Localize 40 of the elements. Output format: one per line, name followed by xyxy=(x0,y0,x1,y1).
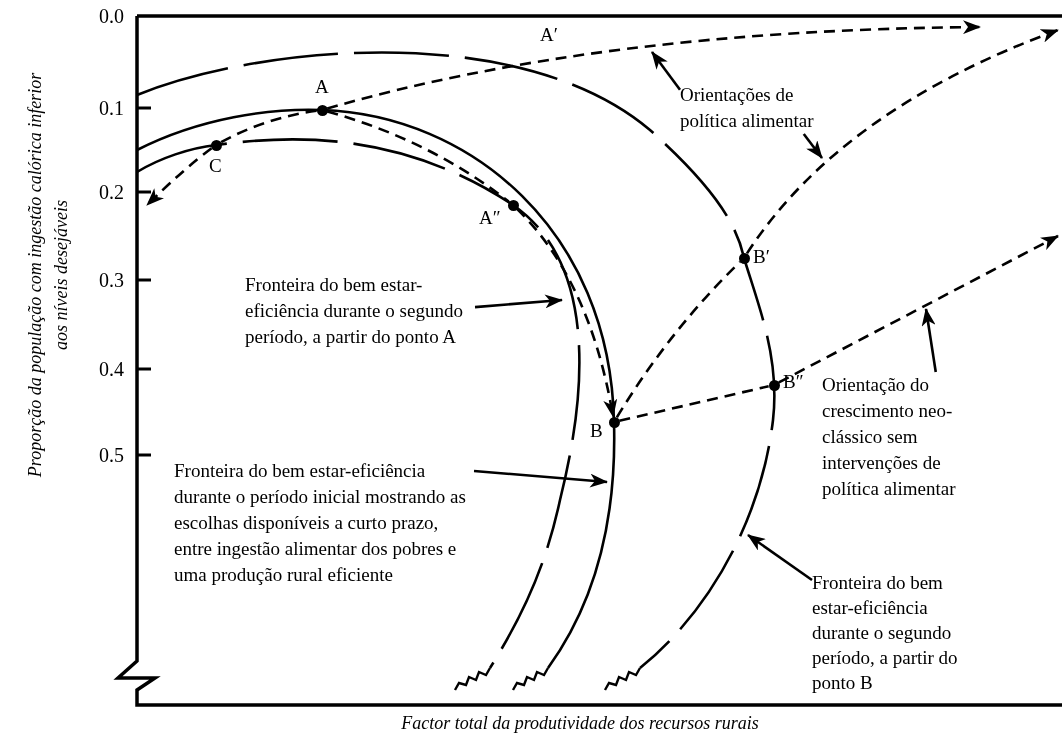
tick-label: 0.3 xyxy=(99,268,124,292)
point-label: A xyxy=(315,76,329,98)
annotation-text: Fronteira do bem estar-eficiência durante o segundo período, a partir do ponto A xyxy=(245,273,464,349)
leader-arrow xyxy=(650,51,682,91)
annotation-text: Orientação do crescimento neo-clássico sem intervenções de política alimentar xyxy=(822,373,957,501)
dashed-line xyxy=(220,109,317,144)
dashed-arrow xyxy=(326,20,981,110)
annotation-text: Fronteira do bem estar-eficiência durante o segundo período, a partir do ponto B xyxy=(812,571,959,695)
dashed-line xyxy=(326,110,510,203)
axis-title: Factor total da produtividade dos recursos rurais xyxy=(401,712,759,735)
annotation-text: Fronteira do bem estar-eficiência durante o período inicial mostrando as escolhas disponíveis a curto prazo, entre ingestão alimentar dos pobres e uma produção rural eficiente xyxy=(174,459,467,587)
leader-arrow xyxy=(802,133,824,159)
dashed-arrow xyxy=(778,234,1059,384)
point-marker xyxy=(608,416,620,428)
tick-label: 0.5 xyxy=(99,443,124,467)
dashed-arrow xyxy=(745,28,1059,255)
dashed-arrow xyxy=(516,207,617,418)
tick-label: 0.2 xyxy=(99,180,124,204)
point-label: B′ xyxy=(753,246,770,268)
point-label: B xyxy=(590,420,603,442)
point-marker xyxy=(507,199,519,211)
dashed-line xyxy=(619,384,769,423)
curve-label: A′ xyxy=(540,24,558,46)
point-marker xyxy=(316,104,328,116)
point-label: A″ xyxy=(479,207,501,229)
leader-arrow xyxy=(474,294,563,309)
leader-arrow xyxy=(747,533,813,582)
point-marker xyxy=(210,139,222,151)
leader-arrow xyxy=(473,469,608,488)
point-label: B″ xyxy=(783,371,804,393)
tick-label: 0.0 xyxy=(99,4,124,28)
point-label: C xyxy=(209,155,222,177)
tick-label: 0.1 xyxy=(99,96,124,120)
point-marker xyxy=(768,379,780,391)
annotation-text: Orientações de política alimentar xyxy=(680,83,815,133)
dashed-arrow xyxy=(146,147,213,206)
point-marker xyxy=(738,252,750,264)
leader-arrow xyxy=(921,308,938,373)
axis-title: Proporção da população com ingestão calórica inferior aos níveis desejáveis xyxy=(24,71,72,480)
tick-label: 0.4 xyxy=(99,357,124,381)
